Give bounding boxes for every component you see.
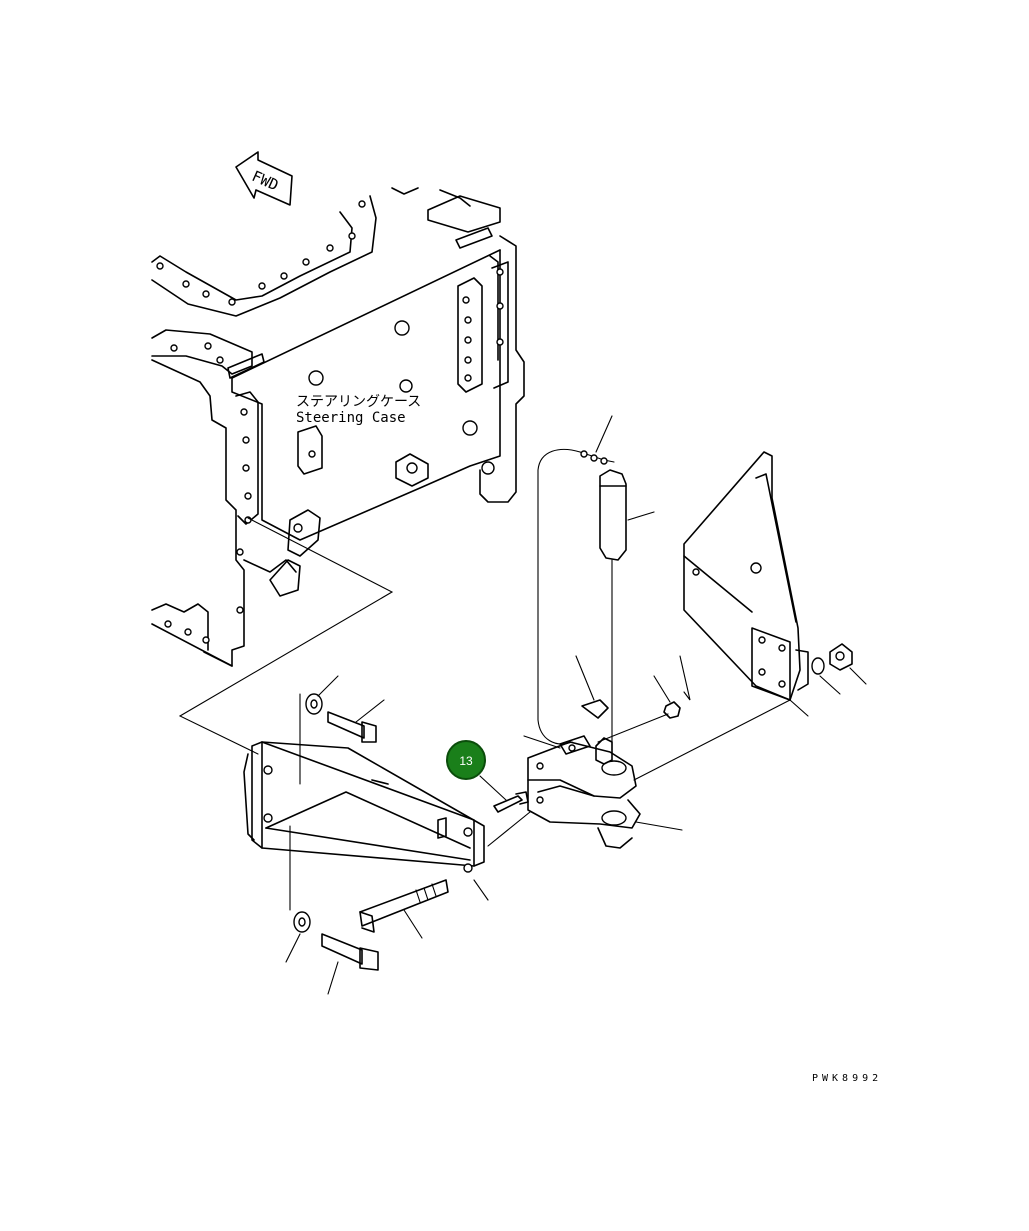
mounting-plane-outline [178,517,394,755]
bracket-fasteners [289,693,449,971]
fwd-arrow-icon: FWD [235,151,293,206]
lower-bracket [243,741,485,873]
nut-and-washers [663,643,853,719]
fwd-label: FWD [249,167,281,194]
callout-13[interactable]: 13 [446,740,486,780]
leader-lines [285,415,867,995]
steering-case-label-jp: ステアリングケース [296,394,421,410]
steering-case-housing: ステアリングケース Steering Case [151,187,525,667]
callout-number: 13 [459,754,473,768]
right-bracket-plate [683,451,809,701]
chain-and-pin [537,448,627,751]
steering-case-label-en: Steering Case [296,410,406,426]
hitch-clevis [527,735,641,849]
small-bolt [493,791,529,813]
drawing-code: PWK8992 [812,1073,882,1084]
